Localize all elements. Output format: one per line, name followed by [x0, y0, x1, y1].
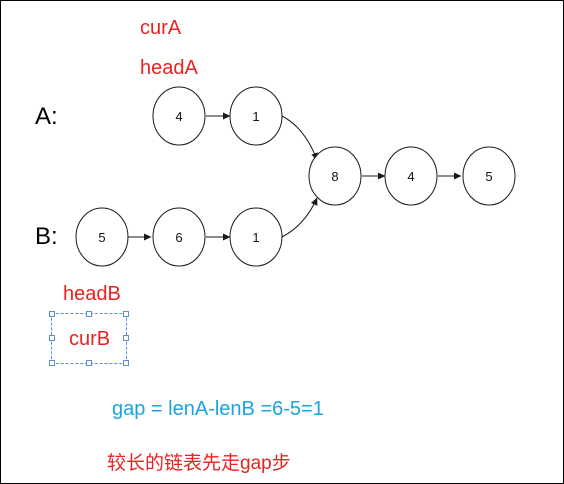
node-value: 4 [175, 109, 182, 124]
shared-node: 4 [384, 146, 438, 206]
gap-formula: gap = lenA-lenB =6-5=1 [112, 398, 324, 420]
shared-node: 8 [308, 146, 362, 206]
list-b-node: 6 [152, 207, 206, 267]
resize-handle[interactable] [123, 360, 129, 366]
node-value: 4 [407, 169, 414, 184]
resize-handle[interactable] [49, 311, 55, 317]
resize-handle[interactable] [86, 360, 92, 366]
node-value: 1 [252, 230, 259, 245]
arrow-b-1-to-shared-8 [281, 197, 318, 238]
node-value: 8 [331, 169, 338, 184]
resize-handle[interactable] [123, 335, 129, 341]
curA-label: curA [140, 17, 182, 39]
list-a-label: A: [35, 103, 58, 130]
list-b-node: 1 [229, 207, 283, 267]
node-value: 6 [175, 230, 182, 245]
list-a-node: 4 [152, 86, 206, 146]
headB-label: headB [63, 283, 121, 305]
resize-handle[interactable] [49, 335, 55, 341]
headA-label: headA [140, 57, 198, 79]
resize-handle[interactable] [86, 311, 92, 317]
list-a-node: 1 [229, 86, 283, 146]
resize-handle[interactable] [123, 311, 129, 317]
curB-label: curB [69, 328, 111, 350]
node-value: 1 [252, 109, 259, 124]
shared-node: 5 [462, 146, 516, 206]
curB-selection-box[interactable] [49, 311, 129, 366]
arrow-a-1-to-shared-8 [281, 115, 318, 161]
node-value: 5 [485, 169, 492, 184]
node-value: 5 [98, 230, 105, 245]
list-b-label: B: [35, 223, 58, 250]
longer-list-note: 较长的链表先走gap步 [107, 453, 291, 474]
resize-handle[interactable] [49, 360, 55, 366]
list-b-node: 5 [75, 207, 129, 267]
